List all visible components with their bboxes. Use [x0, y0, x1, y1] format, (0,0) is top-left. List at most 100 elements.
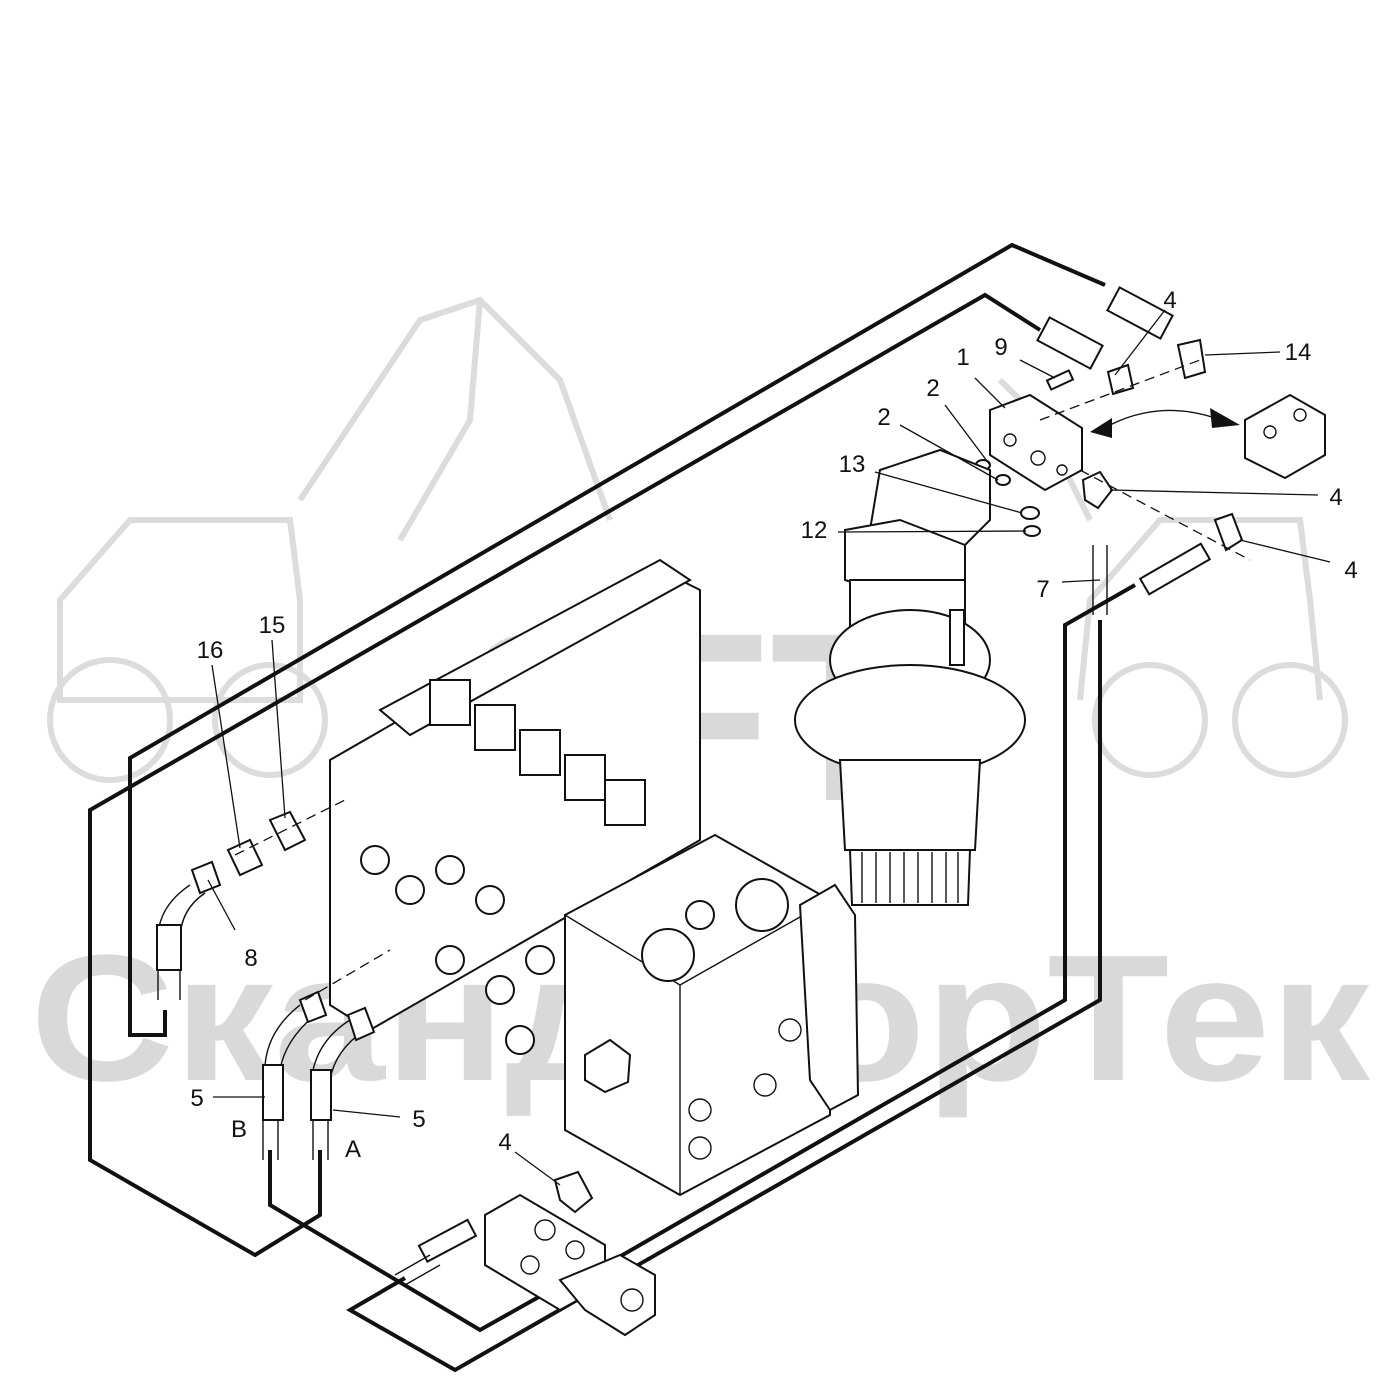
manifold-port-small-4 — [688, 1098, 712, 1122]
hose-8-crimp — [156, 924, 182, 971]
leader-4a — [1114, 309, 1166, 376]
hose-right-vertical-a — [345, 620, 1102, 1373]
valve-block-port-3 — [1056, 464, 1068, 476]
callout-5a: 5 — [190, 1085, 203, 1112]
hose-end-fitting-upper — [1106, 286, 1174, 340]
manifold-detail-view — [1244, 393, 1326, 480]
detail-arrow-tail-head — [1090, 418, 1112, 438]
callout-2a: 2 — [926, 375, 939, 402]
leader-9 — [1019, 359, 1056, 379]
distribution-port-2 — [565, 1240, 585, 1260]
hose-5b-crimp — [262, 1064, 284, 1121]
manifold-cap-plug — [584, 1038, 632, 1094]
left-fittings — [156, 799, 391, 1121]
manifold-port-large-2 — [735, 878, 789, 932]
callout-labels: 4 14 9 1 2 2 13 12 4 4 7 15 16 8 5 5 4 B… — [190, 287, 1357, 1163]
callout-1: 1 — [956, 344, 969, 371]
elbow-fitting-4-mid — [1081, 470, 1114, 510]
leader-15 — [271, 639, 286, 819]
leader-5b — [332, 1109, 401, 1118]
distribution-port-1 — [534, 1219, 556, 1241]
hose-routing-lines — [88, 242, 1136, 1373]
elbow-fitting-4-bottom — [553, 1170, 594, 1214]
leader-2a — [944, 404, 991, 466]
bottom-distribution-block — [394, 1170, 656, 1337]
solenoid-cap-3 — [519, 729, 561, 776]
manifold-port-small-1 — [685, 900, 715, 930]
manifold-port-small-5 — [688, 1136, 712, 1160]
solenoid-cap-2 — [474, 704, 516, 751]
centerline-left-a — [234, 799, 346, 856]
hose-8-elbow-fitting — [190, 860, 222, 895]
leader-7 — [1061, 579, 1101, 583]
distribution-port-3 — [520, 1255, 540, 1275]
swing-drive-motor — [794, 448, 1026, 906]
callout-5b: 5 — [412, 1106, 425, 1133]
elbow-fitting-14 — [1176, 338, 1207, 380]
valve-port-fittings — [360, 845, 555, 1055]
callout-16: 16 — [197, 637, 224, 664]
port-fitting-7 — [525, 945, 555, 975]
detail-arrow — [1109, 409, 1216, 426]
hose-5a-crimp — [310, 1069, 332, 1121]
hose-end-fitting-lower — [1036, 316, 1104, 370]
hose-fitting-right — [1138, 542, 1212, 596]
hose-tail-b — [262, 1120, 279, 1160]
leader-12 — [837, 530, 1027, 533]
port-fitting-2 — [395, 875, 425, 905]
manifold-port-large-1 — [641, 928, 695, 982]
solenoid-cap-5 — [604, 779, 646, 826]
leader-4d — [514, 1151, 561, 1186]
manifold-port-small-3 — [753, 1073, 777, 1097]
solenoid-cap-1 — [429, 679, 471, 726]
port-fitting-8 — [505, 1025, 535, 1055]
leader-16 — [211, 664, 241, 849]
port-fitting-6 — [485, 975, 515, 1005]
leader-8 — [207, 879, 236, 931]
motor-side-pipe — [949, 609, 965, 666]
callout-9: 9 — [994, 334, 1007, 361]
port-label-b: B — [231, 1116, 247, 1143]
manifold-detail-port-1 — [1263, 425, 1277, 439]
seal-13 — [1020, 506, 1040, 520]
leader-1 — [974, 377, 1006, 409]
hose-right-vertical-b — [599, 583, 1136, 1270]
callout-8: 8 — [244, 945, 257, 972]
hose-tail-a — [312, 1120, 329, 1160]
port-label-a: A — [345, 1136, 361, 1163]
solenoid-cap-4 — [564, 754, 606, 801]
callout-4d: 4 — [498, 1129, 511, 1156]
gearbox-lower-body — [838, 759, 982, 851]
hose-5a-fitting — [346, 1006, 376, 1042]
solenoid-caps — [429, 679, 646, 826]
leader-4c — [1239, 539, 1331, 563]
output-pinion-gear — [848, 849, 972, 906]
bottom-hose-segment — [394, 1254, 441, 1286]
manifold-mount-bracket — [798, 883, 860, 1112]
callout-14: 14 — [1285, 339, 1312, 366]
distribution-port-4 — [620, 1288, 644, 1312]
leader-13 — [874, 471, 1023, 514]
port-fitting-3 — [435, 855, 465, 885]
callout-2b: 2 — [877, 404, 890, 431]
valve-block-port-1 — [1003, 433, 1017, 447]
hose-outer-loop — [128, 242, 1106, 1037]
callout-13: 13 — [839, 451, 866, 478]
callout-15: 15 — [259, 612, 286, 639]
port-fitting-5 — [435, 945, 465, 975]
washer-12 — [1023, 525, 1041, 537]
detail-arrow-head — [1210, 408, 1240, 428]
callout-4c: 4 — [1344, 557, 1357, 584]
centerline-dashed — [1079, 469, 1251, 561]
valve-block-port-2 — [1030, 450, 1046, 466]
adapter-16 — [226, 838, 264, 877]
control-valve-bank — [329, 558, 860, 1197]
gearbox-flange — [794, 664, 1026, 776]
centerline-left-b — [304, 949, 391, 1001]
callout-4a: 4 — [1163, 287, 1176, 314]
upper-fittings — [975, 286, 1326, 596]
centerline-dashed-top — [1039, 359, 1201, 421]
leader-4b — [1109, 489, 1319, 496]
bolt-9 — [1045, 369, 1075, 391]
